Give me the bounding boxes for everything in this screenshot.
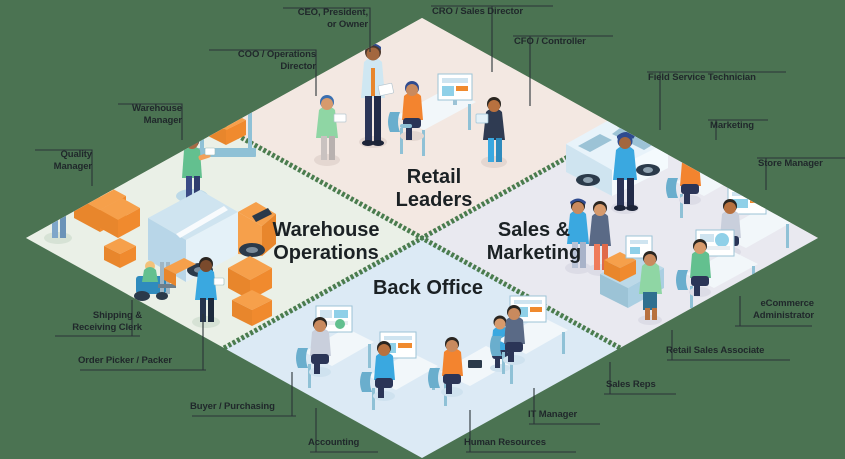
person-buyer: [309, 317, 331, 377]
person-ecommerce-admin: [689, 239, 711, 297]
person-cfo: [475, 97, 507, 168]
scene-back-office: [296, 295, 568, 410]
person-retail-sales-associate: [638, 251, 662, 325]
divider-ne-sw: [222, 125, 622, 351]
person-order-picker: [192, 257, 225, 328]
quadrant-dividers: [222, 125, 622, 351]
warehouse-boxes-right: [228, 256, 272, 326]
warehouse-boxes-ground: [104, 238, 136, 268]
scene-retail-sales-associate: [600, 235, 664, 325]
quadrant-backoffice-plate: [224, 238, 620, 458]
callout-brackets: [35, 5, 845, 453]
person-coo: [314, 95, 347, 166]
person-hr-staff: [441, 337, 463, 397]
person-accounting: [373, 341, 395, 401]
workstation-it-manager: [490, 295, 568, 374]
person-field-service-technician: [611, 132, 639, 214]
person-sales-rep-a: [565, 198, 591, 274]
person-it-manager: [503, 305, 525, 365]
workstation-buyer-purchasing: [296, 305, 374, 388]
workstation-ecommerce-admin: [676, 229, 758, 308]
workstation-cro: [388, 73, 476, 156]
warehouse-forklift: [134, 258, 196, 301]
